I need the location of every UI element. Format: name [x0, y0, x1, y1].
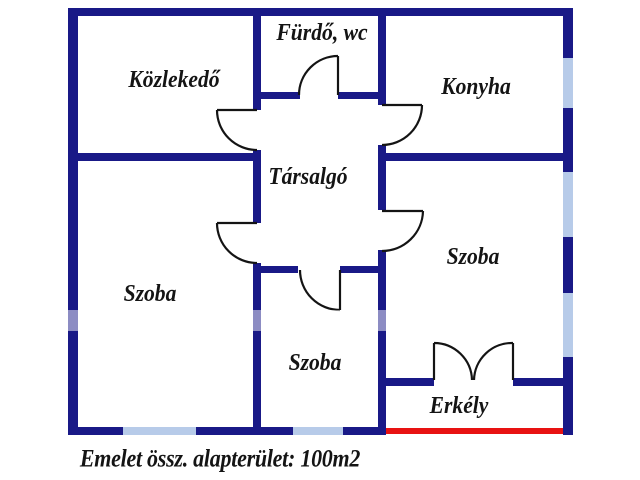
wall-bathroom-bottom-seg1	[253, 92, 300, 99]
room-label-szoba-center: Szoba	[288, 350, 342, 376]
window-room-right-upper	[563, 172, 573, 237]
door-arc-balcony-right	[472, 341, 514, 381]
wall-outer-top	[68, 8, 573, 16]
wall-center-right-seg2	[378, 145, 386, 210]
wall-outer-bottom-seg2	[196, 427, 293, 435]
window-room-right-lower	[563, 293, 573, 357]
wall-bathroom-bottom-seg2	[338, 92, 386, 99]
wall-balcony-top-seg1	[378, 378, 434, 386]
plan-caption: Emelet össz. alapterület: 100m2	[79, 445, 361, 473]
room-label-furdo-wc: Fürdő, wc	[276, 20, 368, 46]
wall-hall-bottom	[68, 153, 261, 161]
door-arc-room-center	[298, 269, 341, 312]
window-room-center	[293, 427, 343, 435]
wall-center-right-seg3	[378, 250, 386, 435]
wall-lounge-bottom-seg2	[340, 266, 386, 273]
door-arc-room-left	[215, 222, 258, 265]
room-label-erkely: Erkély	[429, 393, 489, 419]
door-arc-room-right	[381, 210, 425, 253]
room-label-konyha: Konyha	[441, 74, 511, 100]
wall-center-left-seg1	[253, 8, 261, 110]
wall-center-left-seg2	[253, 150, 261, 223]
window-room-left	[123, 427, 196, 435]
room-label-tarsalgo: Társalgó	[268, 164, 348, 190]
door-arc-bathroom	[297, 54, 339, 96]
wall-center-left-seg3	[253, 263, 261, 435]
room-label-szoba-left: Szoba	[123, 281, 177, 307]
wall-outer-left	[68, 8, 78, 435]
room-label-szoba-right: Szoba	[446, 244, 500, 270]
door-arc-hall	[215, 109, 258, 152]
balcony-edge-line	[382, 428, 563, 434]
door-arc-balcony-left	[433, 341, 474, 381]
watermark-band	[58, 310, 470, 331]
wall-center-right-seg1	[378, 8, 386, 105]
wall-outer-bottom-seg1	[68, 427, 123, 435]
room-label-kozlekedo: Közlekedő	[128, 67, 220, 93]
door-arc-kitchen	[381, 104, 424, 147]
wall-balcony-top-seg2	[513, 378, 573, 386]
wall-outer-bottom-seg3	[343, 427, 386, 435]
wall-kitchen-bottom	[378, 153, 573, 161]
wall-lounge-bottom-seg1	[253, 266, 298, 273]
window-kitchen	[563, 58, 573, 108]
